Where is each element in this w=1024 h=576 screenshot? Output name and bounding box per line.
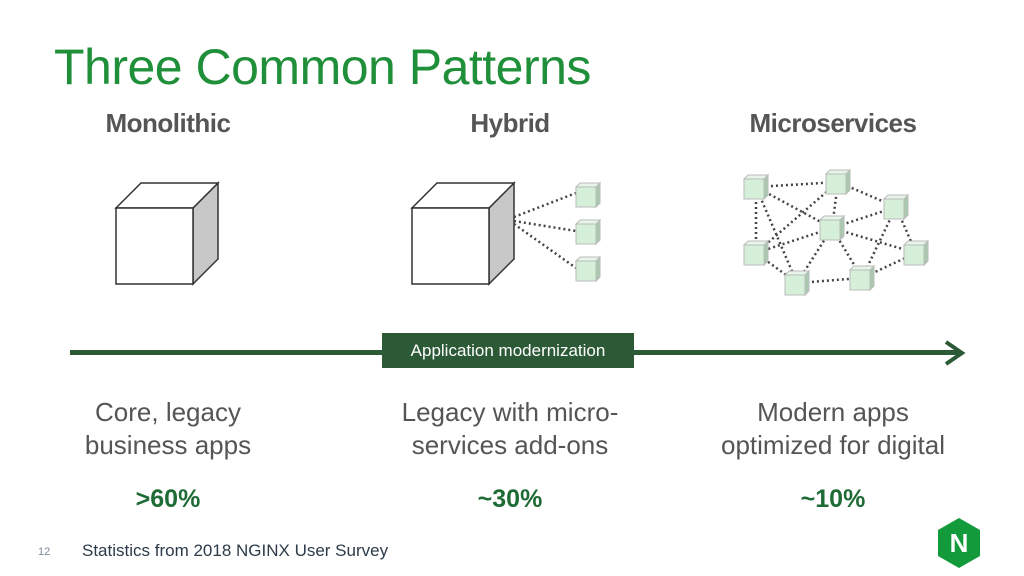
desc-microservices: Modern apps optimized for digital: [673, 396, 993, 462]
small-cube-icon: [574, 218, 602, 246]
desc-monolithic: Core, legacy business apps: [8, 396, 328, 462]
modernization-label: Application modernization: [382, 333, 634, 368]
desc-hybrid-line2: services add-ons: [411, 430, 609, 460]
small-cube-icon: [824, 168, 852, 196]
microservices-cubes: [742, 168, 930, 297]
percent-microservices: ~10%: [800, 485, 866, 513]
small-cube-icon: [574, 181, 602, 209]
heading-monolithic: Monolithic: [105, 108, 231, 138]
small-cube-icon: [848, 264, 876, 292]
arrow-head-icon: [944, 340, 966, 366]
page-number: 12: [38, 546, 51, 558]
small-cube-icon: [902, 239, 930, 267]
heading-microservices: Microservices: [749, 108, 917, 138]
desc-hybrid-line1: Legacy with micro-: [401, 397, 619, 427]
heading-hybrid: Hybrid: [470, 108, 550, 138]
small-cube-icon: [882, 193, 910, 221]
percent-monolithic: >60%: [135, 485, 201, 513]
small-cube-icon: [783, 269, 811, 297]
nginx-logo-icon: N: [938, 518, 980, 568]
small-cube-icon: [742, 239, 770, 267]
slide-title: Three Common Patterns: [54, 39, 591, 95]
hybrid-connectors: [513, 191, 577, 270]
desc-microservices-line1: Modern apps: [757, 397, 909, 427]
percent-hybrid: ~30%: [477, 485, 543, 513]
hybrid-cube-icon: [410, 181, 516, 286]
logo-letter: N: [950, 528, 969, 558]
desc-monolithic-line1: Core, legacy: [95, 397, 241, 427]
hybrid-microservice-cubes: [574, 181, 602, 283]
monolith-cube-icon: [114, 181, 220, 286]
footnote: Statistics from 2018 NGINX User Survey: [82, 541, 389, 560]
small-cube-icon: [574, 255, 602, 283]
small-cube-icon: [742, 173, 770, 201]
desc-microservices-line2: optimized for digital: [721, 430, 945, 460]
desc-hybrid: Legacy with micro- services add-ons: [350, 396, 670, 462]
small-cube-icon: [818, 214, 846, 242]
desc-monolithic-line2: business apps: [84, 430, 252, 460]
